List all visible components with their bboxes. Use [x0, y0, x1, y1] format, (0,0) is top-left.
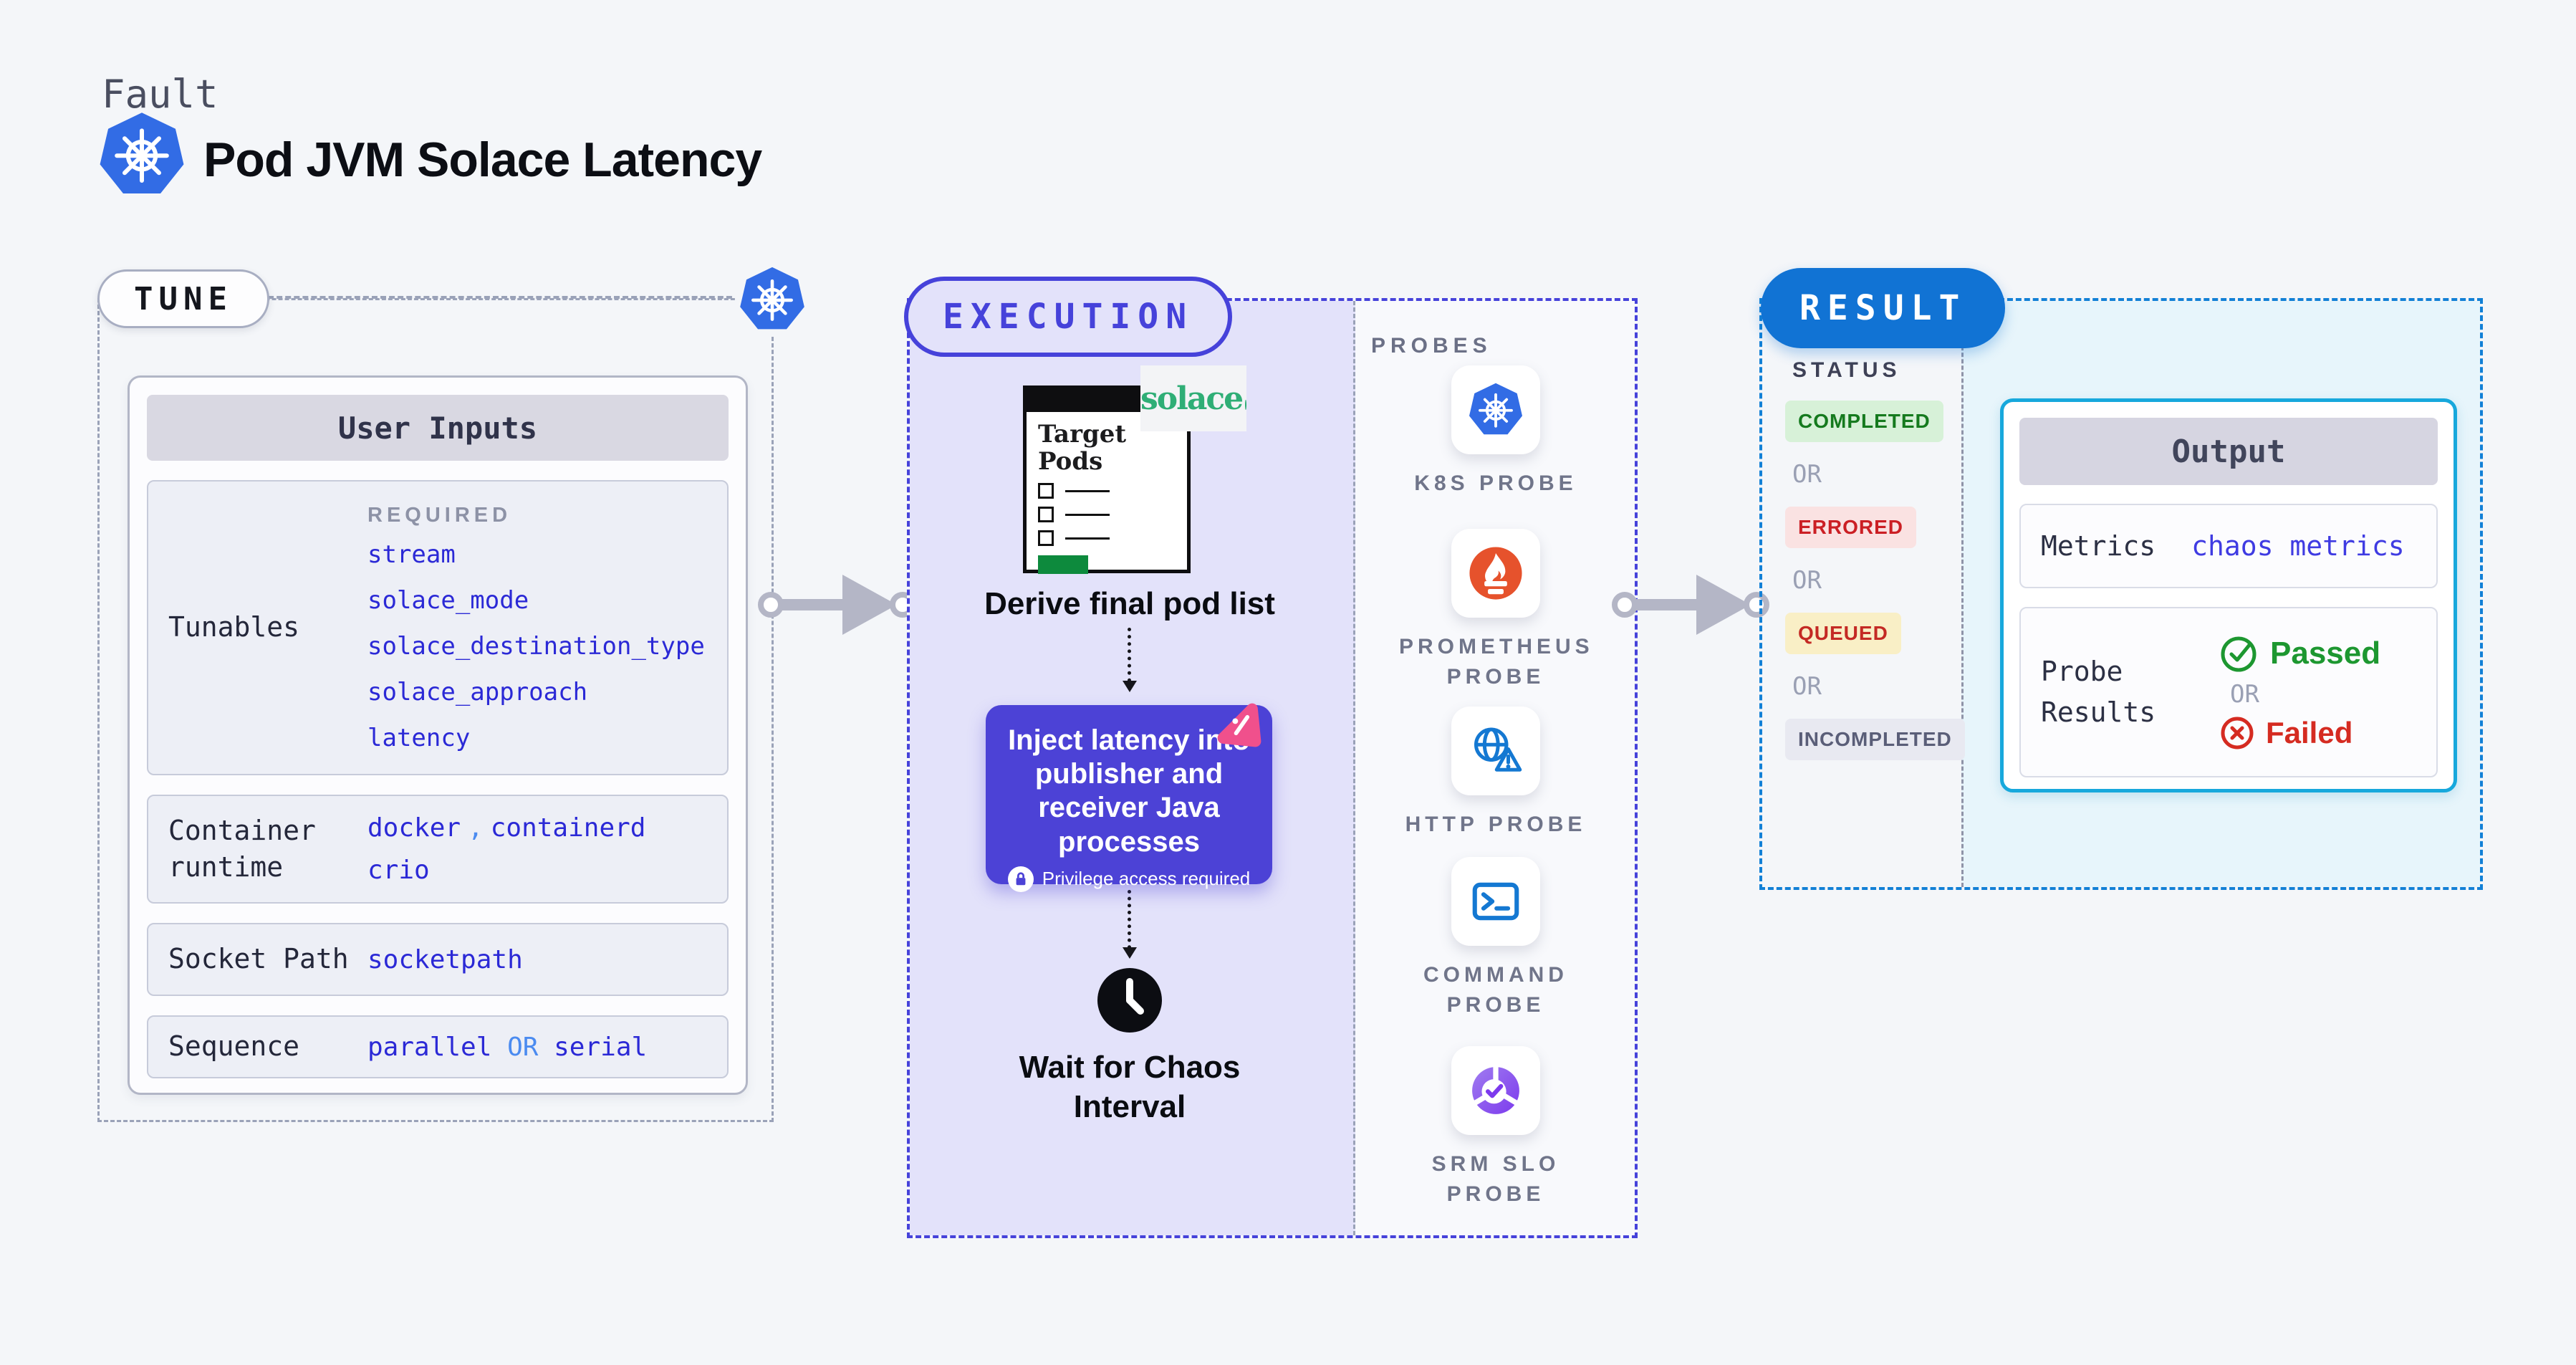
privilege-note: Privilege access required — [1042, 868, 1251, 890]
tune-section-box — [97, 298, 774, 1122]
tunable-link-solace-approach[interactable]: solace_approach — [367, 677, 588, 707]
container-runtime-label: Container runtime — [168, 814, 316, 883]
pod-checkbox-row — [1038, 483, 1187, 499]
runtime-separator: , — [468, 813, 484, 843]
probe-results-row: Probe Results Passed OR Failed — [2019, 607, 2438, 777]
kubernetes-icon — [99, 112, 185, 198]
probe-item-http[interactable]: HTTP PROBE — [1354, 707, 1638, 840]
target-pods-title: Target Pods — [1038, 420, 1127, 476]
sequence-serial[interactable]: serial — [554, 1032, 648, 1062]
tunable-link-solace-destination-type[interactable]: solace_destination_type — [367, 631, 705, 661]
pod-checkbox-row — [1038, 507, 1187, 523]
runtime-containerd[interactable]: containerd — [490, 813, 646, 843]
required-tag: REQUIRED — [367, 503, 512, 527]
socket-path-value[interactable]: socketpath — [367, 944, 523, 974]
page-title: Pod JVM Solace Latency — [203, 133, 762, 187]
sequence-or: OR — [507, 1032, 539, 1062]
status-badge-incompleted: INCOMPLETED — [1785, 719, 1965, 760]
clock-icon — [1097, 967, 1163, 1033]
user-inputs-card: User Inputs Tunables REQUIRED stream sol… — [128, 375, 748, 1095]
socket-path-row: Socket Path socketpath — [147, 923, 729, 996]
probe-item-prometheus[interactable]: PROMETHEUS PROBE — [1354, 529, 1638, 692]
metrics-label: Metrics — [2041, 530, 2156, 562]
tune-section-label: TUNE — [97, 269, 269, 328]
chaos-metrics-link[interactable]: chaos metrics — [2191, 530, 2405, 562]
tunable-link-stream[interactable]: stream — [367, 540, 456, 569]
pod-checkbox-row — [1038, 530, 1187, 547]
check-circle-icon — [2221, 636, 2257, 672]
target-pods-window: Target Pods — [1023, 385, 1191, 575]
tunable-link-solace-mode[interactable]: solace_mode — [367, 585, 529, 615]
passed-label: Passed — [2270, 636, 2381, 671]
sequence-parallel[interactable]: parallel — [367, 1032, 492, 1062]
output-card: Output Metrics chaos metrics Probe Resul… — [2000, 398, 2457, 792]
flow-connector-down — [1123, 628, 1137, 692]
tunable-link-latency[interactable]: latency — [367, 723, 471, 752]
status-or: OR — [1792, 566, 1822, 595]
metrics-row: Metrics chaos metrics — [2019, 504, 2438, 588]
command-probe-icon — [1451, 857, 1540, 946]
tunables-label: Tunables — [168, 611, 300, 643]
tunables-values: REQUIRED stream solace_mode solace_desti… — [349, 482, 727, 774]
user-inputs-title: User Inputs — [147, 395, 729, 461]
fault-eyebrow: Fault — [102, 72, 218, 117]
srm-slo-probe-icon — [1451, 1046, 1540, 1135]
tune-kubernetes-icon — [735, 262, 809, 337]
runtime-docker[interactable]: docker — [367, 813, 461, 843]
result-section-label: RESULT — [1761, 268, 2006, 348]
sequence-label: Sequence — [168, 1030, 300, 1063]
x-circle-icon — [2221, 717, 2254, 749]
socket-path-label: Socket Path — [168, 943, 349, 975]
solace-dot-icon — [1245, 400, 1246, 410]
probe-item-command[interactable]: COMMAND PROBE — [1354, 857, 1638, 1020]
status-or: OR — [1792, 460, 1822, 489]
solace-logo: solace — [1140, 365, 1246, 431]
lock-icon — [1007, 866, 1034, 892]
runtime-crio[interactable]: crio — [367, 856, 430, 885]
output-title: Output — [2019, 418, 2438, 485]
probe-item-srm-slo[interactable]: SRM SLO PROBE — [1354, 1046, 1638, 1210]
arrow-right-connector — [758, 575, 915, 635]
result-or: OR — [2230, 680, 2259, 709]
inject-latency-text: Inject latency into publisher and receiv… — [1008, 724, 1250, 858]
status-or: OR — [1792, 672, 1822, 701]
container-runtime-row: Container runtime docker,containerd crio — [147, 795, 729, 904]
probe-results-label: Probe Results — [2041, 656, 2156, 728]
prometheus-probe-icon — [1451, 529, 1540, 618]
checkbox-icon[interactable] — [1038, 483, 1054, 499]
checkbox-icon[interactable] — [1038, 530, 1054, 547]
tune-connector-line — [259, 296, 741, 299]
chaos-experiment-icon — [1217, 703, 1261, 747]
probes-column-title: PROBES — [1371, 334, 1492, 358]
flow-connector-down — [1123, 890, 1137, 959]
k8s-probe-icon — [1451, 365, 1540, 454]
tunables-row: Tunables REQUIRED stream solace_mode sol… — [147, 480, 729, 775]
kubernetes-icon — [739, 267, 805, 332]
checkbox-icon[interactable] — [1038, 507, 1054, 523]
arrow-right-connector — [1612, 575, 1769, 635]
status-title: STATUS — [1792, 358, 1901, 382]
container-runtime-values: docker,containerd crio — [349, 796, 727, 902]
confirm-button[interactable] — [1038, 555, 1088, 575]
status-badge-errored: ERRORED — [1785, 507, 1917, 548]
sequence-row: Sequence parallel OR serial — [147, 1015, 729, 1078]
derive-pod-list-label: Derive final pod list — [984, 586, 1275, 621]
wait-chaos-interval-label: Wait for Chaos Interval — [1019, 1050, 1241, 1124]
status-badge-queued: QUEUED — [1785, 613, 1901, 654]
status-column: STATUS COMPLETED OR ERRORED OR QUEUED OR… — [1785, 358, 1965, 760]
http-probe-icon — [1451, 707, 1540, 795]
failed-label: Failed — [2266, 716, 2353, 749]
status-badge-completed: COMPLETED — [1785, 401, 1943, 442]
probe-item-k8s[interactable]: K8S PROBE — [1354, 365, 1638, 499]
execution-section-label: EXECUTION — [904, 277, 1233, 357]
